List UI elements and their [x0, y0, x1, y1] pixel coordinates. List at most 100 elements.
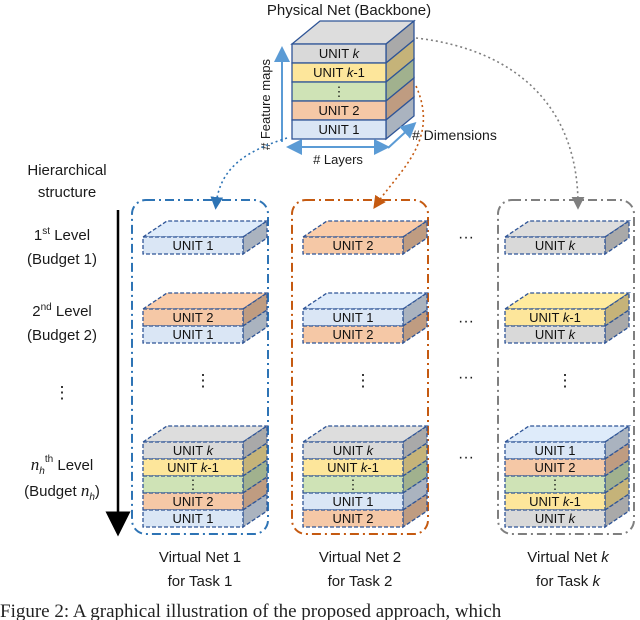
unit-slab	[302, 441, 404, 460]
level-1-stack: UNIT 1	[140, 219, 270, 256]
figure-caption: Figure 2: A graphical illustration of th…	[0, 601, 502, 620]
unit-slab	[302, 509, 404, 528]
layers-axis-label: # Layers	[313, 152, 363, 167]
unit-label: UNIT 2	[173, 310, 214, 325]
level-n-label: nhth Level	[31, 454, 93, 477]
unit-slab	[142, 236, 244, 255]
unit-label: UNIT k	[535, 238, 577, 253]
unit-label: UNIT 1	[173, 511, 214, 526]
unit-slab	[504, 236, 606, 255]
unit-label: UNIT 2	[333, 511, 374, 526]
unit-label: UNIT k	[173, 443, 215, 458]
stack-vdots: ⋮	[557, 371, 574, 390]
level-1-stack: UNIT k	[502, 219, 632, 256]
unit-label: UNIT k	[319, 46, 361, 61]
unit-label: UNIT 1	[333, 494, 374, 509]
unit-slab	[142, 308, 244, 327]
unit-slab	[142, 441, 244, 460]
level-n-stack: UNIT k UNIT k-1 ⋮ UNIT 1 UNIT 2	[300, 424, 430, 529]
stack-vdots: ⋮	[355, 371, 372, 390]
unit-slab	[504, 509, 606, 528]
unit-slab	[302, 308, 404, 327]
level-labels: 1st Level (Budget 1) 2nd Level (Budget 2) ⋮ n…	[24, 226, 100, 503]
level-n-stack: UNIT k UNIT k-1 ⋮ UNIT 2 UNIT 1	[140, 424, 270, 529]
unit-slab	[504, 308, 606, 327]
level-2-label: 2nd Level	[32, 302, 92, 320]
unit-label: UNIT 1	[173, 238, 214, 253]
net-ellipsis: ···	[458, 313, 474, 330]
unit-label: UNIT k	[333, 443, 375, 458]
unit-label: UNIT k-1	[529, 310, 581, 325]
unit-slab	[302, 475, 404, 494]
level-2-stack: UNIT 2 UNIT 1	[140, 291, 270, 345]
unit-label: UNIT 2	[535, 460, 576, 475]
unit-label: UNIT 2	[173, 494, 214, 509]
unit-label: UNIT 2	[319, 103, 360, 118]
unit-slab	[302, 492, 404, 511]
unit-slab	[302, 458, 404, 477]
unit-label: UNIT k-1	[327, 460, 379, 475]
virtual-net-1: UNIT 1 UNIT 2 UNIT 1 ⋮ UNIT k UNIT k-1 ⋮ UNIT 2…	[131, 199, 270, 590]
unit-slab	[504, 325, 606, 344]
physical-net-title: Physical Net (Backbone)	[267, 2, 431, 19]
virtual-net-name: Virtual Net 2	[319, 549, 401, 566]
unit-slab	[142, 509, 244, 528]
physical-net-stack: UNIT k UNIT k-1 ⋮ UNIT 2 UNIT 1	[290, 19, 416, 141]
level-2-stack: UNIT 1 UNIT 2	[300, 291, 430, 345]
unit-label: UNIT 1	[173, 327, 214, 342]
net-ellipsis: ···	[458, 449, 474, 466]
unit-slab	[142, 492, 244, 511]
unit-slab	[142, 475, 244, 494]
feature-maps-axis-label: # Feature maps	[258, 58, 273, 150]
unit-label: UNIT k	[535, 327, 577, 342]
unit-label: ⋮	[333, 84, 346, 99]
unit-slab	[504, 458, 606, 477]
level-2-budget: (Budget 2)	[27, 327, 97, 344]
unit-label: UNIT 1	[333, 310, 374, 325]
unit-slab	[142, 458, 244, 477]
unit-slab	[142, 325, 244, 344]
net-ellipsis: ···	[458, 229, 474, 246]
virtual-net-task: for Task k	[536, 573, 601, 590]
virtual-net-2: UNIT 2 UNIT 1 UNIT 2 ⋮ UNIT k UNIT k-1 ⋮ UNIT 1…	[291, 199, 430, 590]
level-n-budget: (Budget nh)	[24, 481, 100, 503]
level-1-stack: UNIT 2	[300, 219, 430, 256]
level-1-label: 1st Level	[34, 226, 90, 244]
unit-label: UNIT k	[535, 511, 577, 526]
unit-label: UNIT k-1	[529, 494, 581, 509]
unit-label: UNIT 1	[319, 122, 360, 137]
virtual-net-name: Virtual Net 1	[159, 549, 241, 566]
unit-label: ⋮	[347, 477, 360, 492]
dimensions-axis-arrow	[387, 121, 417, 149]
virtual-net-task: for Task 1	[168, 573, 233, 590]
dimensions-axis-label: # Dimensions	[412, 127, 497, 143]
unit-slab	[302, 325, 404, 344]
virtual-net-name: Virtual Net k	[527, 549, 610, 566]
unit-label: UNIT 2	[333, 327, 374, 342]
hierarchy-title-line1: Hierarchical	[27, 162, 106, 179]
physical-net-block: UNIT k UNIT k-1 ⋮ UNIT 2 UNIT 1	[290, 19, 416, 141]
unit-slab	[504, 475, 606, 494]
unit-label: UNIT 1	[535, 443, 576, 458]
unit-slab	[302, 236, 404, 255]
unit-label: UNIT k-1	[167, 460, 219, 475]
stack-vdots: ⋮	[195, 371, 212, 390]
hierarchy-title-line2: structure	[38, 184, 96, 201]
connector-to-virtual-net-k	[415, 37, 585, 210]
unit-label: UNIT k-1	[313, 65, 365, 80]
net-ellipsis: ···	[458, 369, 474, 386]
level-vdots: ⋮	[54, 383, 71, 402]
level-1-budget: (Budget 1)	[27, 251, 97, 268]
unit-slab	[504, 441, 606, 460]
unit-label: UNIT 2	[333, 238, 374, 253]
unit-label: ⋮	[187, 477, 200, 492]
virtual-net-task: for Task 2	[328, 573, 393, 590]
connector-to-virtual-net-1	[210, 137, 288, 210]
unit-label: ⋮	[549, 477, 562, 492]
unit-slab	[504, 492, 606, 511]
